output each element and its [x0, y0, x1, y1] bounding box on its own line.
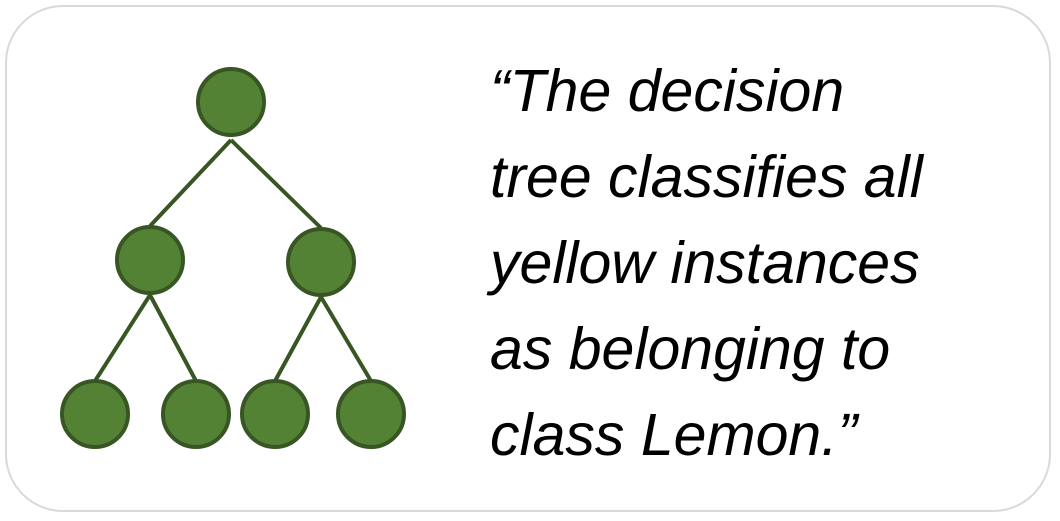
- quote-line: yellow instances: [490, 230, 920, 296]
- tree-edges: [93, 138, 373, 383]
- tree-edge: [93, 293, 152, 383]
- tree-node-root: [196, 67, 266, 137]
- quote-text: “The decision tree classifies all yellow…: [490, 48, 1030, 478]
- tree-edge: [148, 294, 198, 382]
- tree-node-left: [115, 225, 185, 295]
- quote-line: tree classifies all: [490, 144, 923, 210]
- tree-node-leaf: [240, 379, 310, 449]
- tree-node-leaf: [60, 379, 130, 449]
- tree-edge: [229, 138, 323, 230]
- tree-edge: [273, 296, 323, 382]
- tree-node-right: [286, 227, 356, 297]
- quote-line: as belonging to: [490, 316, 891, 382]
- tree-node-leaf: [336, 379, 406, 449]
- tree-node-leaf: [161, 379, 231, 449]
- tree-edge: [319, 295, 373, 383]
- quote-line: class Lemon.”: [490, 402, 858, 468]
- tree-edge: [148, 138, 233, 228]
- quote-line: “The decision: [490, 58, 845, 124]
- tree-nodes: [60, 67, 406, 449]
